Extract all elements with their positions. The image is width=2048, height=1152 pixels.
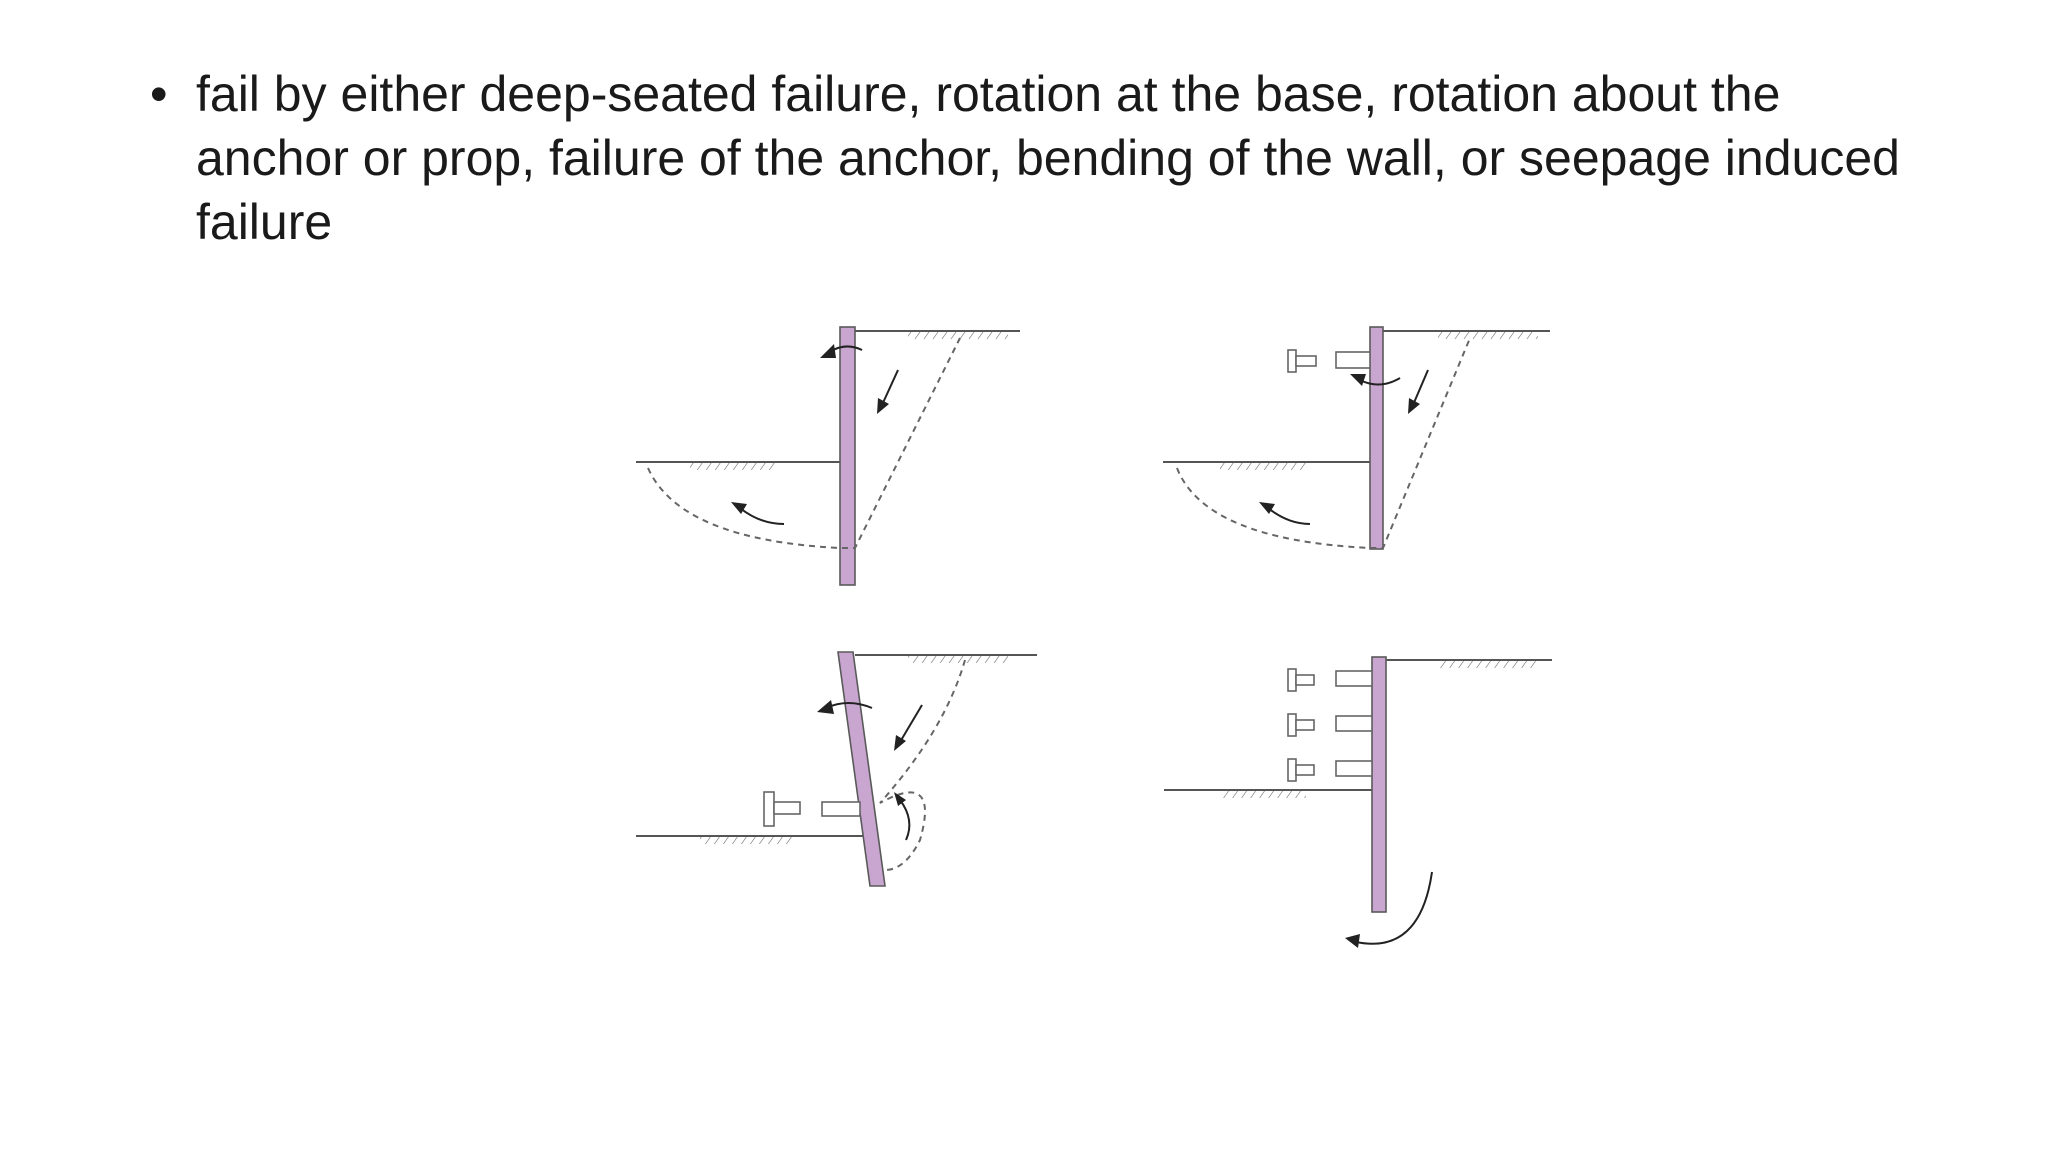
rotation-arrow	[899, 799, 911, 841]
prop-bar	[1295, 764, 1315, 776]
arrowhead	[1345, 934, 1360, 948]
movement-arrow	[881, 369, 899, 406]
ground-hatch	[1222, 791, 1306, 798]
movement-arrow	[899, 704, 923, 743]
prop-end	[1335, 760, 1373, 777]
ground-hatch	[1438, 661, 1538, 668]
ground-hatch	[690, 463, 778, 470]
bullet-text: fail by either deep-seated failure, rota…	[196, 66, 1900, 250]
ground-hatch	[908, 332, 1008, 339]
prop-end	[1335, 351, 1371, 369]
prop-end	[1335, 670, 1373, 687]
movement-arrow	[1412, 369, 1429, 406]
prop-bar	[1295, 355, 1317, 367]
figure-anchored-wall-failure	[1163, 326, 1550, 550]
arrowhead	[1259, 502, 1275, 514]
prop-bar	[1295, 719, 1315, 731]
movement-arrow	[739, 507, 785, 525]
bullet-item: • fail by either deep-seated failure, ro…	[150, 62, 1910, 254]
arrowhead	[877, 398, 889, 414]
ground-hatch	[908, 656, 1008, 663]
arrowhead	[817, 700, 834, 714]
sheet-pile-wall	[1371, 656, 1387, 913]
prop-bar	[773, 801, 801, 815]
sheet-pile-wall	[1369, 326, 1384, 550]
prop-plate	[763, 791, 775, 827]
prop-plate	[1287, 758, 1297, 782]
ground-hatch	[1438, 332, 1538, 339]
prop-end	[821, 801, 861, 817]
arrowhead	[894, 792, 906, 806]
arrowhead	[1350, 374, 1366, 386]
slip-surface	[879, 659, 966, 871]
prop-bar	[1295, 674, 1315, 686]
bullet-symbol: •	[150, 66, 168, 122]
toe-movement-arrow	[1355, 871, 1433, 945]
arrowhead	[820, 344, 836, 358]
sheet-pile-wall	[839, 326, 856, 586]
arrowhead	[894, 735, 906, 751]
arrowhead	[1408, 398, 1420, 414]
figure-multi-anchor-toe-failure	[1164, 656, 1552, 948]
arrowhead	[731, 502, 747, 514]
prop-end	[1335, 715, 1373, 732]
prop-plate	[1287, 713, 1297, 737]
prop-plate	[1287, 668, 1297, 692]
figure-rotation-about-prop	[636, 651, 1037, 887]
ground-hatch	[1220, 463, 1308, 470]
slip-surface	[647, 337, 961, 549]
figure-deep-seated-failure	[636, 326, 1020, 586]
prop-plate	[1287, 349, 1297, 373]
movement-arrow	[1267, 507, 1311, 525]
ground-hatch	[700, 837, 792, 844]
tilted-sheet-pile-wall	[837, 651, 886, 887]
slip-surface	[1176, 337, 1471, 549]
